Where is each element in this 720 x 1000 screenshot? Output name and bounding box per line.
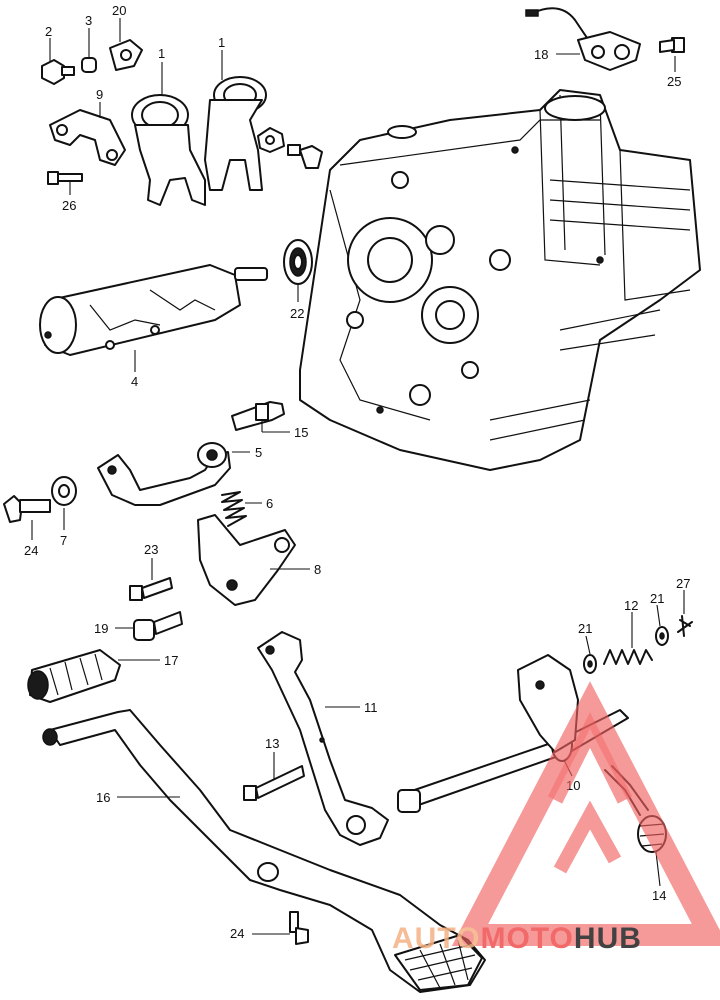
callout-1-right: 1	[218, 35, 225, 50]
callout-19: 19	[94, 621, 108, 636]
callout-2: 2	[45, 24, 52, 39]
callout-24-lower: 24	[230, 926, 244, 941]
callout-5: 5	[255, 445, 262, 460]
washer-21-right	[655, 626, 669, 646]
switch-18	[525, 7, 641, 71]
shift-drum-4	[39, 264, 268, 356]
bolt-19	[133, 611, 183, 641]
crankcase-assembly	[299, 89, 701, 471]
clip-27	[677, 615, 693, 637]
washer-plate-center	[257, 127, 285, 153]
callout-23: 23	[144, 542, 158, 557]
callout-1-left: 1	[158, 46, 165, 61]
callout-7: 7	[60, 533, 67, 548]
lever-5	[97, 442, 231, 506]
watermark-auto: AUTO	[392, 922, 480, 955]
spring-6	[221, 491, 247, 527]
bolt-2	[41, 59, 75, 85]
pedal-16	[42, 709, 486, 993]
washer-7	[51, 476, 77, 506]
watermark-text: AUTOMOTOHUB	[392, 922, 642, 955]
stud-15	[231, 401, 285, 431]
spring-12	[603, 649, 653, 665]
bolt-25	[659, 37, 685, 53]
callout-9: 9	[96, 87, 103, 102]
callout-22: 22	[290, 306, 304, 321]
callout-6: 6	[266, 496, 273, 511]
callouts: 1 1 2 3 20 9 26 22 4 15 5 6 24 7 23 8 19…	[24, 3, 690, 941]
callout-27: 27	[676, 576, 690, 591]
callout-11: 11	[364, 700, 378, 715]
plate-9	[49, 109, 126, 166]
callout-20: 20	[112, 3, 126, 18]
callout-26: 26	[62, 198, 76, 213]
callout-13: 13	[265, 736, 279, 751]
callout-17: 17	[164, 653, 178, 668]
bolt-24-lower	[289, 911, 309, 945]
washer-21-left	[583, 654, 597, 674]
leader-lines	[31, 18, 685, 935]
callout-15: 15	[294, 425, 308, 440]
stopper-arm-8	[197, 514, 296, 606]
screw-26	[47, 171, 83, 185]
callout-25: 25	[667, 74, 681, 89]
callout-16: 16	[96, 790, 110, 805]
callout-21-right: 21	[650, 591, 664, 606]
pin-3	[81, 57, 97, 73]
callout-18: 18	[534, 47, 548, 62]
watermark-moto: MOTO	[480, 922, 573, 955]
callout-21-left: 21	[578, 621, 592, 636]
callout-12: 12	[624, 598, 638, 613]
callout-8: 8	[314, 562, 321, 577]
shift-fork-right	[204, 76, 267, 191]
plate-20	[109, 39, 143, 71]
bolt-23	[129, 577, 173, 601]
bolt-center	[287, 144, 323, 169]
callout-14: 14	[652, 888, 666, 903]
watermark-logo-icon	[451, 681, 720, 946]
callout-4: 4	[131, 374, 138, 389]
rubber-17	[27, 649, 121, 703]
bolt-13	[243, 765, 305, 801]
bolt-24-upper	[3, 495, 51, 523]
brace-11	[257, 631, 389, 846]
bearing-22	[283, 239, 313, 285]
callout-3: 3	[85, 13, 92, 28]
watermark: AUTOMOTOHUB	[392, 681, 720, 955]
shift-fork-left	[131, 94, 206, 206]
watermark-hub: HUB	[574, 922, 642, 955]
callout-24-upper: 24	[24, 543, 38, 558]
